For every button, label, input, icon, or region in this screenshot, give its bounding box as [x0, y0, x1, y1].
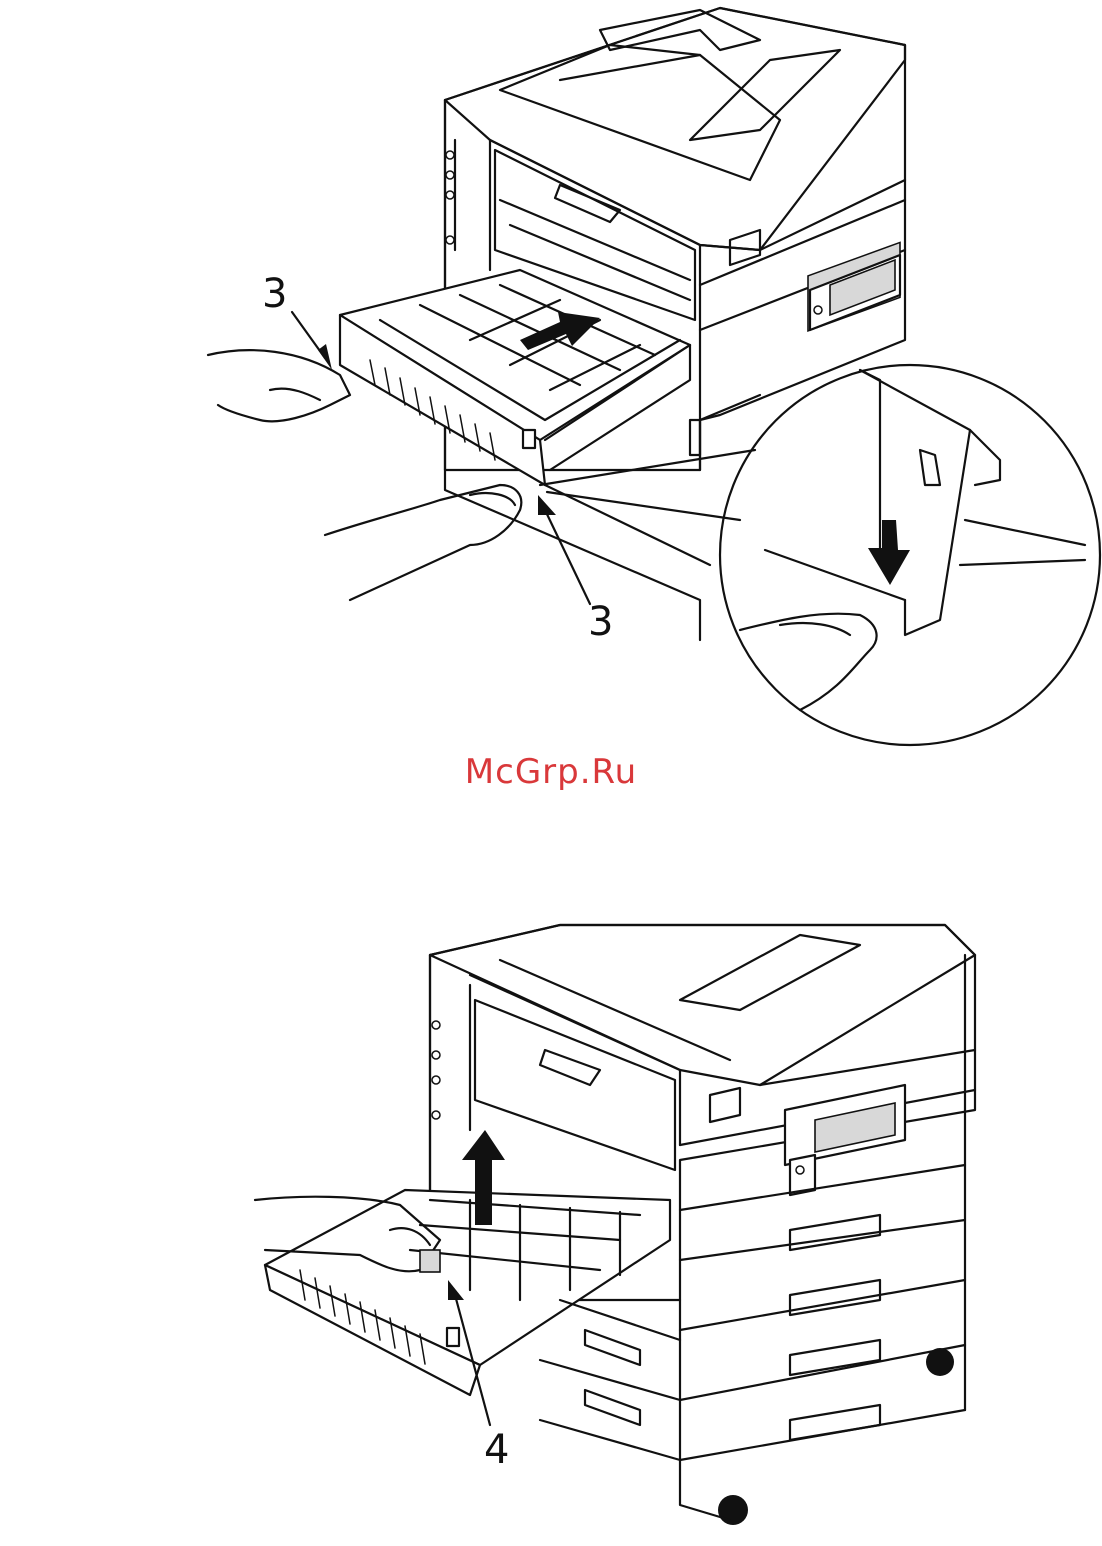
callout-label-top-left: 3 [262, 274, 287, 314]
top-printer-figure [208, 8, 1100, 745]
watermark-text: McGrp.Ru [0, 752, 1102, 792]
callout-label-top-middle: 3 [588, 602, 613, 642]
bottom-printer-figure [255, 925, 975, 1525]
callout-label-bottom: 4 [484, 1430, 509, 1470]
